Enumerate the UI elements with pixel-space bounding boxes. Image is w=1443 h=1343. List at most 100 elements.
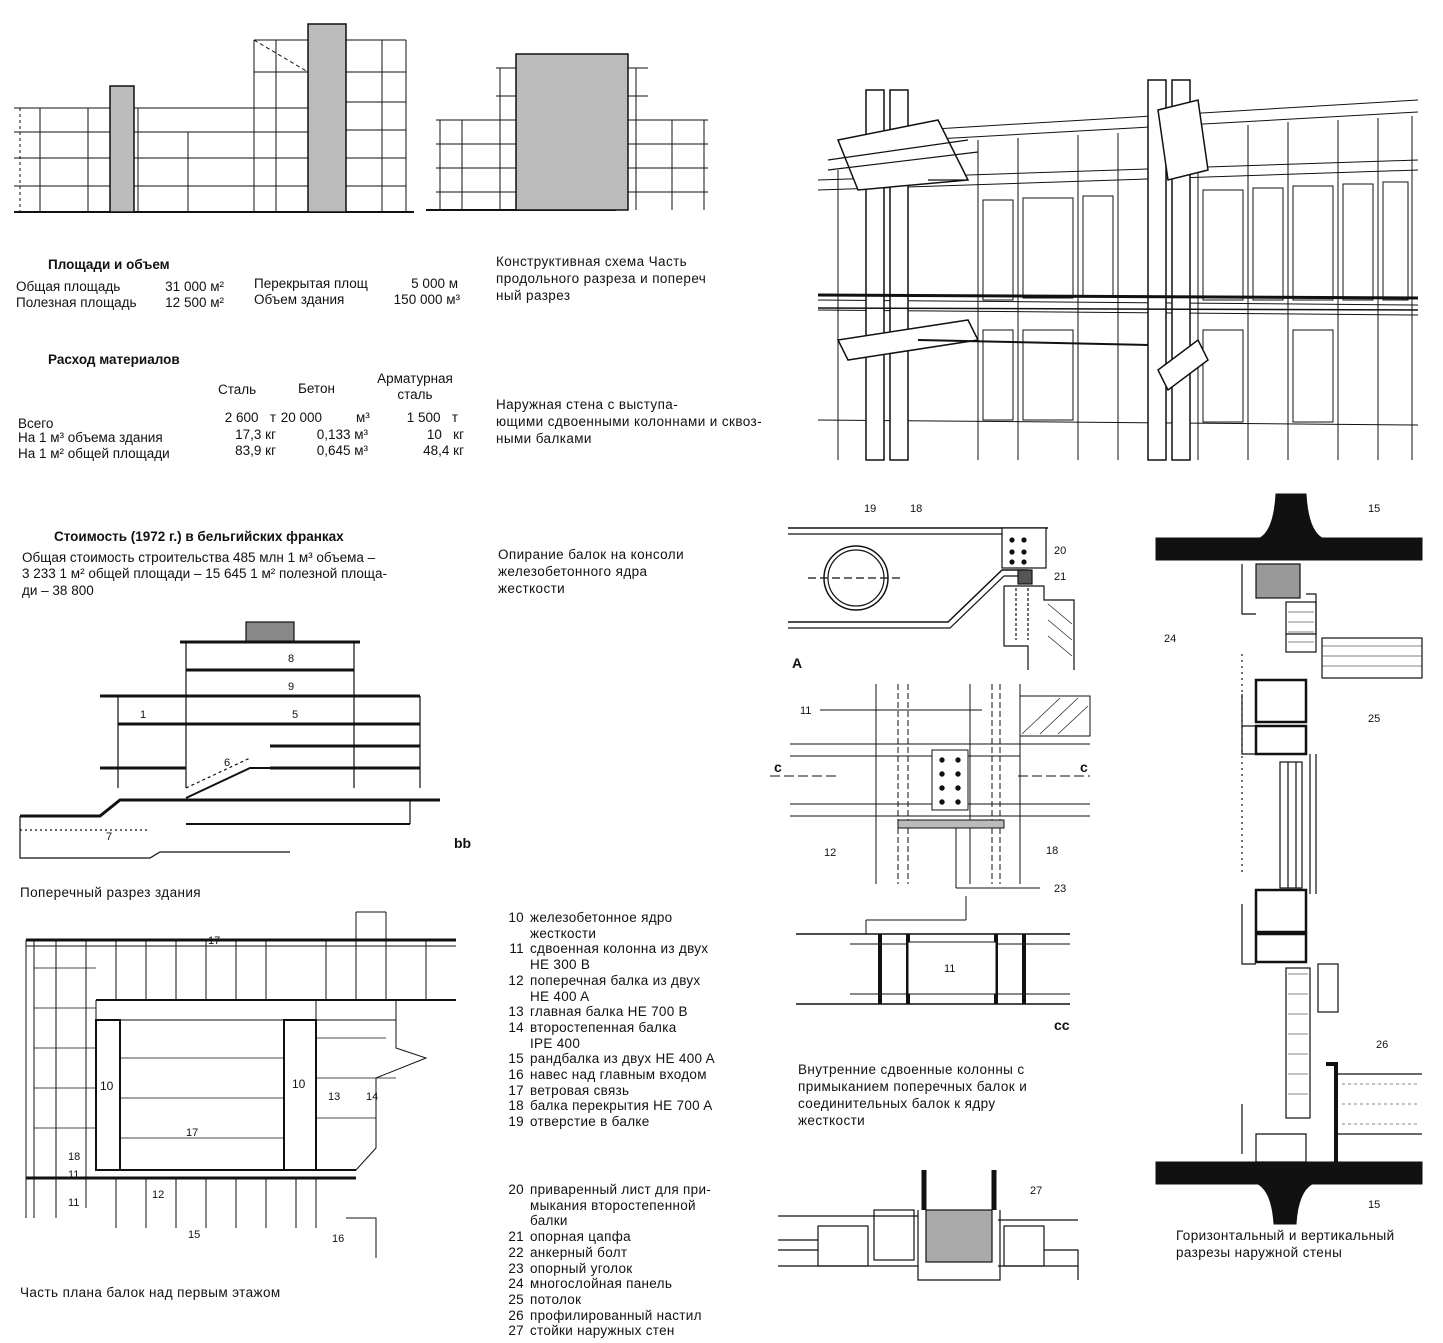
volume-value: 150 000 м³ <box>393 292 460 307</box>
legend-number: 14 <box>508 1019 524 1035</box>
support-caption: Опирание балок на консоли железобетонног… <box>498 546 684 597</box>
legend-text: стойки наружных стен <box>530 1323 675 1339</box>
materials-concrete-value: 0,133 м³ <box>316 427 368 442</box>
twin-column-detail-drawing: 11 c c 12 18 23 11 cc <box>770 684 1091 1033</box>
legend-item: 20 приваренный лист для при- <box>498 1182 711 1198</box>
materials-concrete-value: 0,645 м³ <box>316 443 368 458</box>
legend-text: жесткости <box>530 925 597 941</box>
legend-text: балки <box>530 1213 568 1229</box>
legend-text: многослойная панель <box>530 1276 673 1292</box>
legend-number: 21 <box>508 1229 524 1245</box>
total-area-label: Общая площадь <box>16 279 121 294</box>
plan-label-17: 17 <box>186 1127 198 1139</box>
legend-number: 12 <box>508 972 524 988</box>
cost-text-line-1: Общая стоимость строительства 485 млн 1 … <box>22 550 376 565</box>
useful-area-value: 12 500 м² <box>165 295 224 310</box>
legend-text: навес над главным входом <box>530 1067 707 1083</box>
detail-label-20: 20 <box>1054 545 1066 557</box>
section-label-27: 27 <box>1030 1185 1042 1197</box>
legend-text: отверстие в балке <box>530 1114 650 1130</box>
rebar-column-header: Арматурная сталь <box>377 371 453 402</box>
wall-horizontal-section-drawing: 27 <box>778 1170 1079 1281</box>
materials-row-label: На 1 м² общей площади <box>18 446 170 461</box>
legend-text: балка перекрытия HE 700 A <box>530 1098 713 1114</box>
covered-area-value: 5 000 м <box>411 276 458 291</box>
caption-line: ный разрез <box>496 288 571 303</box>
legend-item: 10 железобетонное ядро <box>498 910 715 926</box>
wall-vertical-section-drawing: 15 24 25 26 15 <box>1155 493 1423 1225</box>
plan-label-15: 15 <box>188 1229 200 1241</box>
section-label-8: 8 <box>288 653 294 665</box>
legend-text: потолок <box>530 1291 582 1307</box>
legend-text: главная балка HE 700 B <box>530 1004 688 1020</box>
section-label-9: 9 <box>288 681 294 693</box>
plan-label-10: 10 <box>292 1077 306 1091</box>
covered-area-label: Перекрытая площ <box>254 276 368 291</box>
caption-line: Наружная стена с выступа- <box>496 397 679 412</box>
legend-group-2: 20 приваренный лист для при- мыкания втор… <box>498 1182 711 1339</box>
column-label-11: 11 <box>800 705 811 717</box>
legend-text: железобетонное ядро <box>530 910 673 925</box>
cost-heading: Стоимость (1972 г.) в бельгийских франка… <box>54 529 344 544</box>
materials-rebar-value: 1 500 т <box>406 410 458 425</box>
legend-number: 20 <box>508 1182 524 1197</box>
materials-concrete-unit: м³ <box>356 410 370 425</box>
legend-text: анкерный болт <box>530 1244 628 1260</box>
materials-rebar-value: 48,4 кг <box>423 443 464 458</box>
detail-label-A: A <box>792 655 802 671</box>
detail-label-19: 19 <box>864 503 876 515</box>
caption-line: Горизонтальный и вертикальный <box>1176 1228 1395 1243</box>
wall-label-15: 15 <box>1368 1199 1380 1211</box>
caption-line: Внутренние сдвоенные колонны с <box>798 1062 1025 1077</box>
legend-text: опорная цапфа <box>530 1229 631 1245</box>
areas-heading: Площади и объем <box>48 257 170 272</box>
inner-columns-caption: Внутренние сдвоенные колонны с примыкани… <box>798 1061 1027 1129</box>
building-cross-section-drawing: 8 9 1 5 6 7 bb <box>19 621 471 859</box>
plan-label-11: 11 <box>68 1169 79 1181</box>
materials-row-label: На 1 м³ объема здания <box>18 430 163 445</box>
legend-text: ветровая связь <box>530 1082 630 1098</box>
column-label-18: 18 <box>1046 845 1058 857</box>
legend-number: 10 <box>508 910 524 925</box>
legend-text: поперечная балка из двух <box>530 972 701 988</box>
cross-section-caption: Поперечный разрез здания <box>20 885 201 900</box>
legend-number: 22 <box>508 1244 524 1260</box>
caption-line: жесткости <box>498 581 566 596</box>
caption-line: ными балками <box>496 431 592 446</box>
section-label-7: 7 <box>106 831 112 843</box>
steel-column-header: Сталь <box>218 382 257 397</box>
legend-text: второстепенная балка <box>530 1019 677 1035</box>
concrete-column-header: Бетон <box>298 381 335 396</box>
legend-number: 26 <box>508 1307 524 1323</box>
materials-steel-value: 17,3 кг <box>235 427 276 442</box>
plan-label-17: 17 <box>208 935 220 947</box>
legend-number: 18 <box>508 1098 524 1114</box>
legend-item: 12 поперечная балка из двух <box>498 973 715 989</box>
legend-text: опорный уголок <box>530 1260 633 1276</box>
legend-text: мыкания второстепенной <box>530 1197 696 1213</box>
caption-line: продольного разреза и попереч <box>496 271 707 286</box>
caption-line: Конструктивная схема Часть <box>496 254 688 269</box>
structural-scheme-drawing <box>14 23 414 213</box>
caption-line: жесткости <box>798 1113 866 1128</box>
materials-steel-value: 83,9 кг <box>235 443 276 458</box>
column-label-12: 12 <box>824 847 836 859</box>
beam-plan-drawing: 17 10 10 13 14 17 18 11 11 12 15 16 <box>25 911 456 1258</box>
plan-label-12: 12 <box>152 1189 164 1201</box>
legend-item: 18 балка перекрытия HE 700 A <box>498 1098 715 1114</box>
outer-wall-caption: Наружная стена с выступа- ющими сдвоенны… <box>496 396 762 447</box>
legend-text: приваренный лист для при- <box>530 1182 712 1197</box>
legend-number: 17 <box>508 1082 524 1098</box>
scheme-caption: Конструктивная схема Часть продольного р… <box>496 253 706 304</box>
wall-label-15: 15 <box>1368 503 1380 515</box>
legend-text: сдвоенная колонна из двух <box>530 941 709 957</box>
legend-item: 14 второстепенная балка <box>498 1020 715 1036</box>
plan-label-11: 11 <box>68 1197 79 1209</box>
detail-label-18: 18 <box>910 503 922 515</box>
